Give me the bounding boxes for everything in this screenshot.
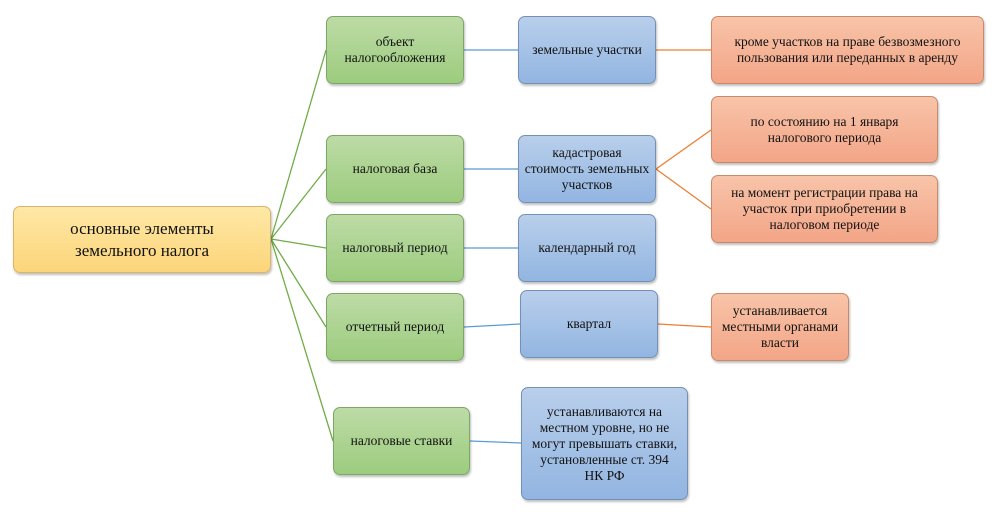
element-tax-rates: налоговые ставки	[333, 407, 470, 475]
element-label: налоговый период	[342, 240, 448, 255]
connector-value4-to-detail	[657, 323, 712, 328]
value-label: календарный год	[538, 240, 636, 255]
value-label: кадастровая стоимость земельных участков	[524, 145, 650, 192]
element-label: налоговая база	[352, 161, 438, 176]
connector-root-to-base	[270, 168, 327, 240]
root-node: основные элементы земельного налога	[13, 206, 271, 273]
detail-label: на момент регистрации права на участок п…	[731, 185, 918, 232]
detail-label: устанавливается местными органами власти	[721, 303, 839, 350]
element-label: налоговые ставки	[350, 433, 453, 448]
element-label: отчетный период	[345, 319, 445, 334]
value-calendar-year: календарный год	[518, 214, 656, 282]
connector-root-to-reporting	[270, 238, 327, 328]
value-cadastral-cost: кадастровая стоимость земельных участков	[518, 135, 656, 203]
value-label: земельные участки	[532, 42, 642, 57]
value-label: устанавливаются на местном уровне, но не…	[531, 403, 678, 483]
connector-reporting-to-value	[463, 323, 521, 328]
connector-root-to-rates	[270, 238, 334, 442]
root-label: основные элементы земельного налога	[70, 218, 214, 260]
connector-root-to-object	[270, 49, 327, 240]
connector-value2-to-detail1	[655, 129, 712, 170]
element-reporting-period: отчетный период	[326, 293, 464, 361]
connector-rates-to-value	[469, 440, 522, 444]
detail-except-plots: кроме участков на праве безвозмезного по…	[711, 16, 984, 84]
connector-root-to-period	[270, 238, 327, 249]
value-land-plots: земельные участки	[518, 16, 656, 84]
element-tax-base: налоговая база	[326, 135, 464, 203]
connector-value2-to-detail2	[655, 168, 712, 210]
value-label: квартал	[566, 316, 612, 331]
element-object-of-taxation: объект налогообложения	[326, 16, 464, 84]
element-label: объект налогообложения	[344, 34, 446, 65]
detail-label: по состоянию на 1 января налогового пери…	[750, 113, 899, 145]
detail-as-of-jan-1: по состоянию на 1 января налогового пери…	[711, 96, 938, 163]
detail-label: кроме участков на праве безвозмезного по…	[734, 34, 961, 65]
value-rates-local: устанавливаются на местном уровне, но не…	[521, 387, 688, 500]
detail-at-registration: на момент регистрации права на участок п…	[711, 175, 938, 243]
value-quarter: квартал	[520, 290, 658, 358]
element-tax-period: налоговый период	[326, 214, 464, 282]
detail-local-authorities: устанавливается местными органами власти	[711, 293, 849, 361]
